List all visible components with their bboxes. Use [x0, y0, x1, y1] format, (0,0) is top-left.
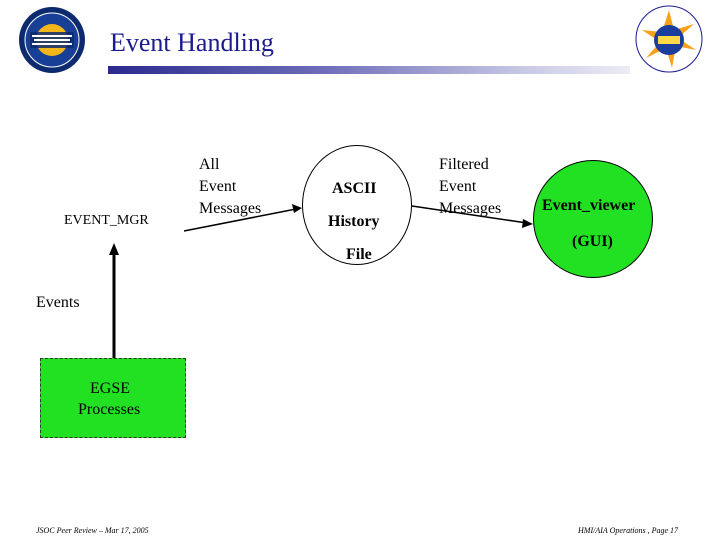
footer-left-text: JSOC Peer Review – Mar 17, 2005 — [36, 526, 149, 535]
ascii-label: ASCII — [332, 180, 377, 197]
file-label: File — [346, 246, 372, 263]
filtered-event-messages-label: Filtered Event Messages — [439, 156, 502, 217]
footer-page-number: HMI/AIA Operations , Page 17 — [578, 526, 679, 535]
events-label: Events — [36, 294, 80, 311]
processes-label: Processes — [78, 401, 141, 418]
page-title: Event Handling — [110, 28, 274, 57]
gui-label: (GUI) — [572, 233, 613, 250]
egse-label: EGSE — [90, 380, 130, 397]
title-underline-bar — [108, 66, 630, 74]
event-viewer-label: Event_viewer — [542, 197, 636, 214]
sdo-logo — [19, 7, 85, 73]
event-mgr-label: EVENT_MGR — [64, 213, 149, 228]
lws-logo — [635, 5, 703, 73]
eventmgr-to-ascii-arrow — [183, 204, 302, 232]
history-label: History — [328, 213, 380, 230]
ascii-history-file-node — [302, 145, 412, 265]
egse-processes-node — [40, 358, 186, 438]
egse-to-eventmgr-arrow — [109, 243, 119, 358]
all-event-messages-label: All Event Messages — [199, 156, 262, 217]
event-mgr-node — [58, 140, 184, 242]
ascii-to-viewer-arrow — [411, 205, 533, 228]
event-viewer-node — [533, 160, 653, 278]
